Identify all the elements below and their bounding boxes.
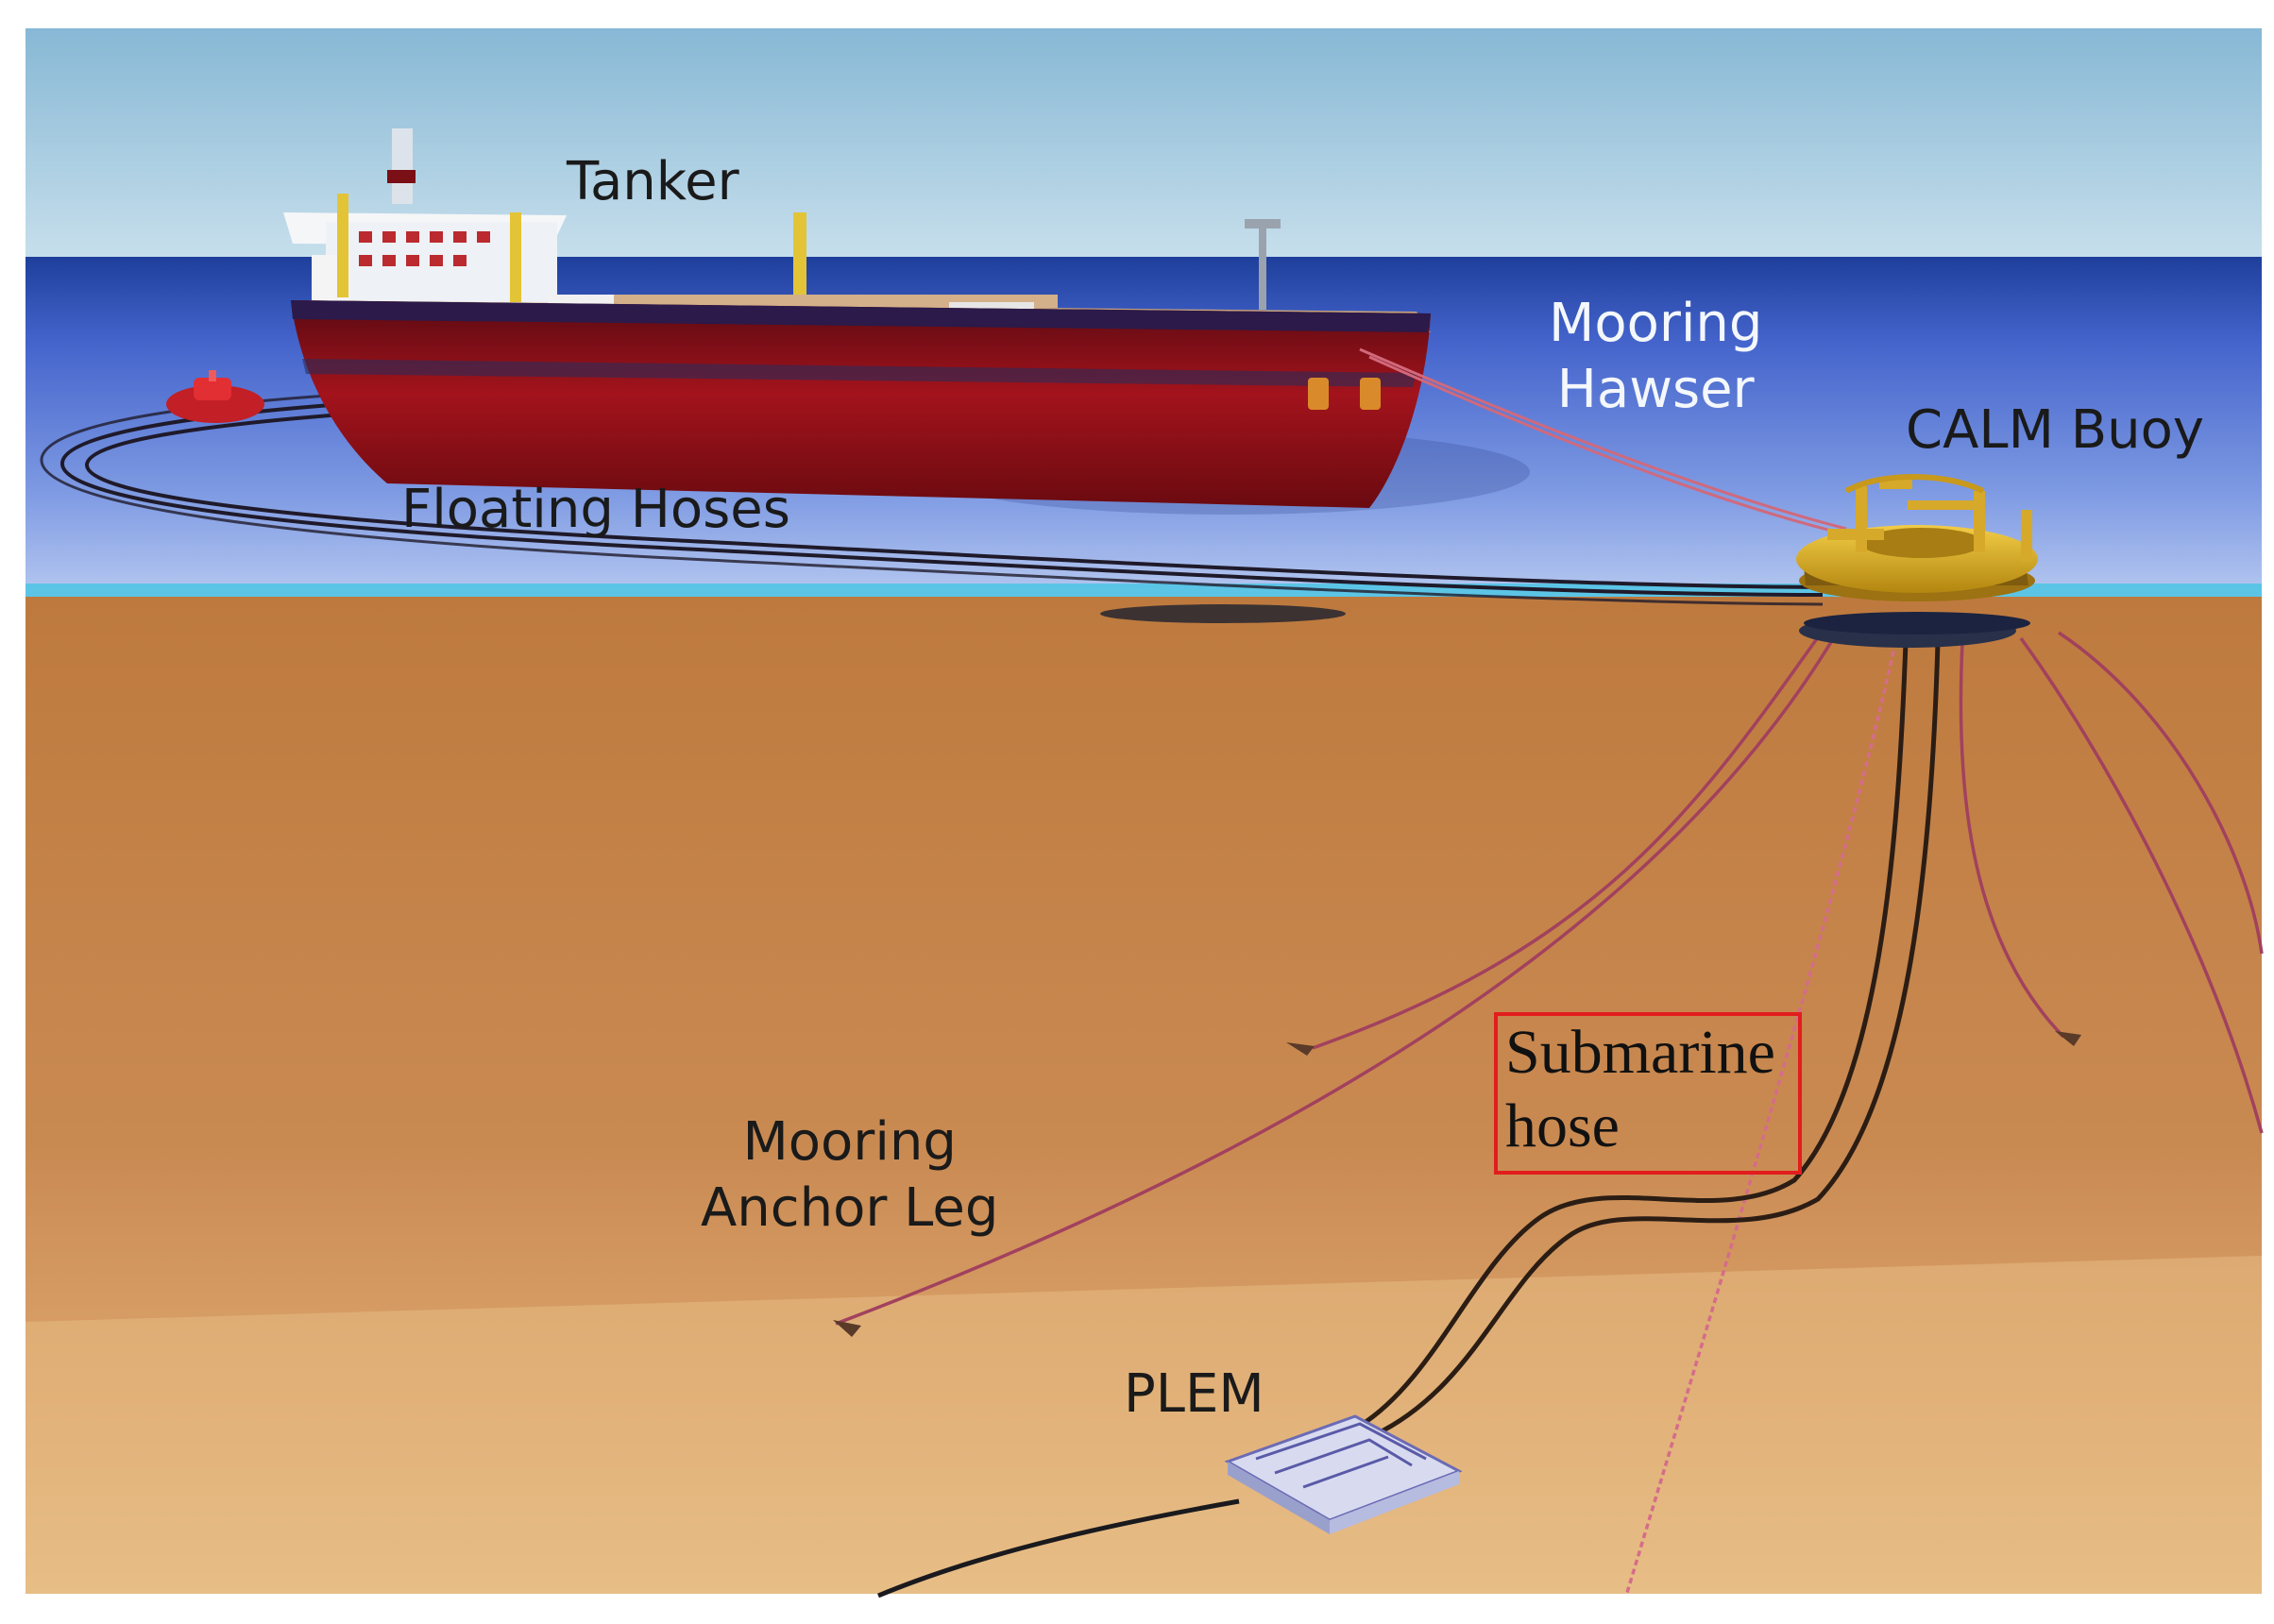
pipeline (877, 1498, 1240, 1599)
label-mooring-anchor-leg-line-1: Mooring (742, 1111, 957, 1173)
label-calm-buoy: CALM Buoy (1906, 399, 2205, 461)
mooring-hawser (1359, 347, 1847, 536)
support-buoy (166, 370, 264, 423)
label-plem: PLEM (1124, 1363, 1264, 1425)
tanker-ship (283, 128, 1431, 508)
calm-buoy (1796, 474, 2038, 648)
label-mooring-hawser-line-2: Hawser (1556, 359, 1755, 420)
label-mooring-hawser-line-1: Mooring (1549, 293, 1763, 354)
label-submarine-hose-line-1: Submarine (1505, 1018, 1775, 1087)
label-submarine-hose-line-2: hose (1505, 1091, 1620, 1160)
label-floating-hoses: Floating Hoses (401, 479, 790, 540)
mooring-anchor-legs (835, 629, 2264, 1597)
floating-hoses (40, 387, 1824, 606)
anchors (833, 1031, 2081, 1337)
submarine-hoses (1358, 641, 1941, 1438)
label-mooring-anchor-leg: Mooring Anchor Leg (701, 1109, 998, 1242)
label-mooring-hawser: Mooring Hawser (1549, 291, 1762, 423)
label-tanker: Tanker (567, 151, 739, 212)
plem-manifold (1224, 1414, 1463, 1534)
label-submarine-hose: Submarine hose (1494, 1012, 1802, 1175)
label-mooring-anchor-leg-line-2: Anchor Leg (701, 1177, 999, 1239)
